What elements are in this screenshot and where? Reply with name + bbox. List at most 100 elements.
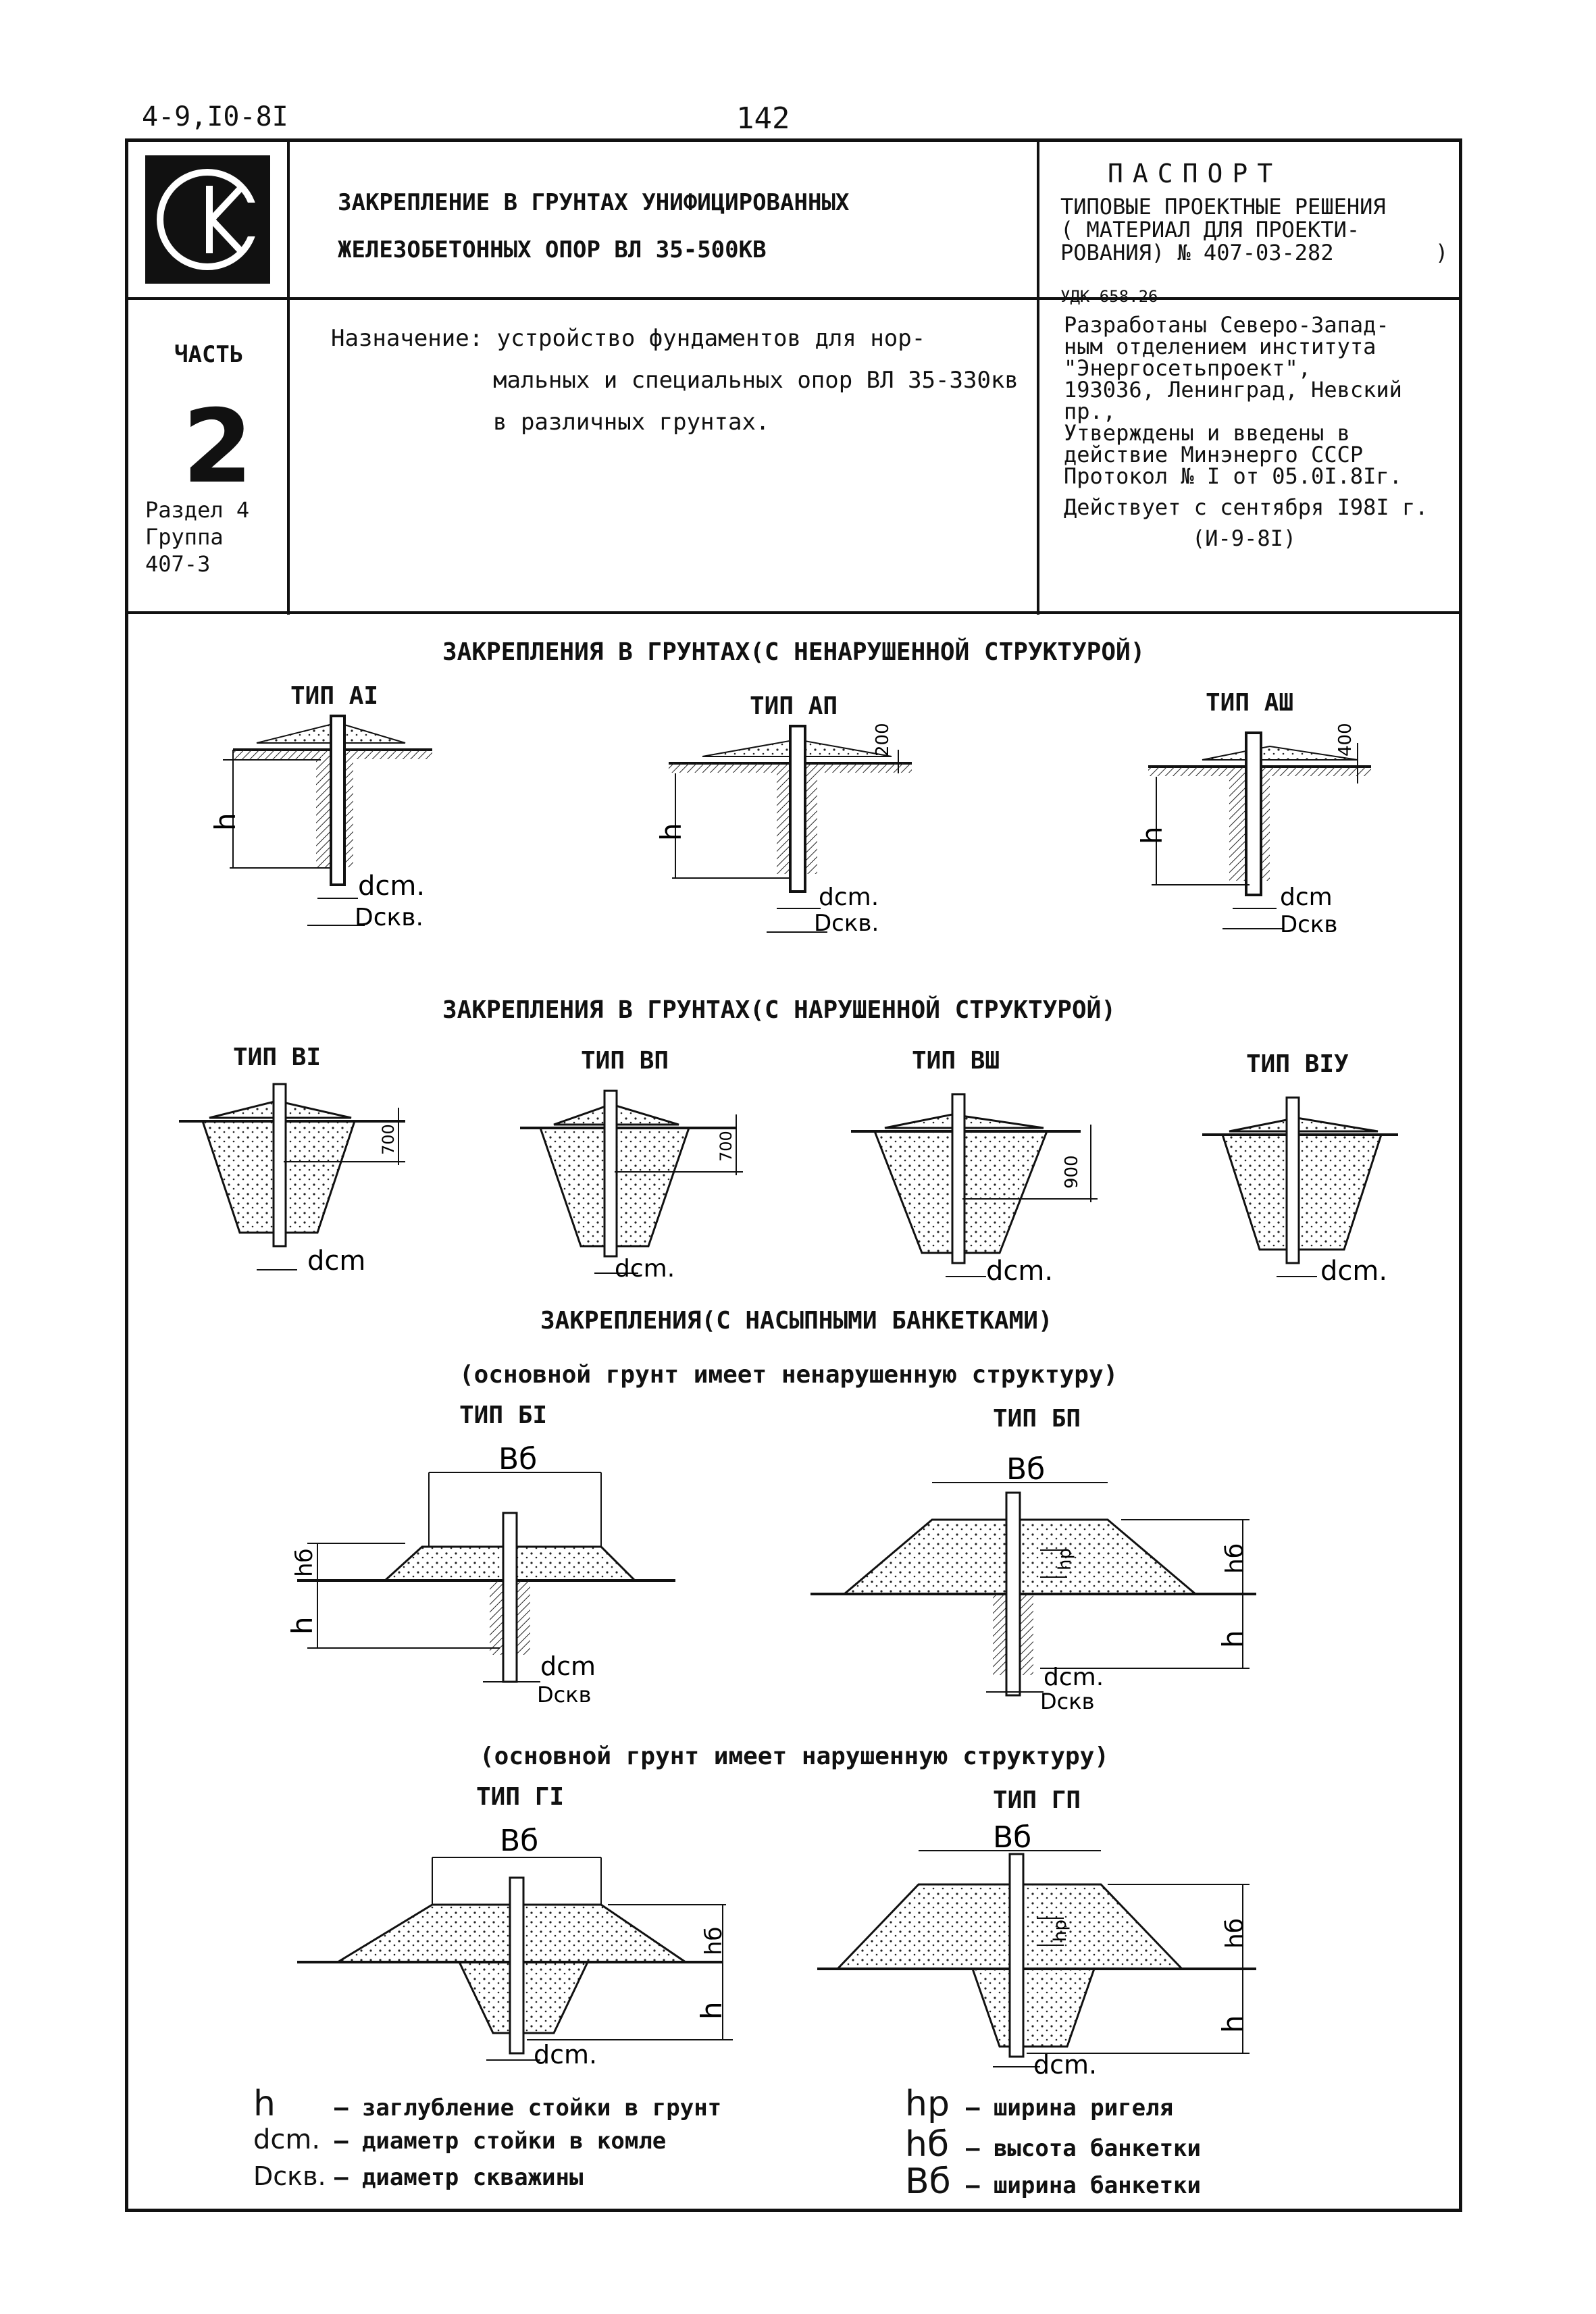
part-info: Раздел 4 Группа 407-3 (145, 496, 249, 577)
dim-dcm-b1: dcm (307, 1245, 365, 1277)
developer-info: Разработаны Северо-Запад- ным отделением… (1064, 314, 1456, 549)
legend-hp-symbol: hp (905, 2084, 950, 2124)
passport-line1: ТИПОВЫЕ ПРОЕКТНЫЕ РЕШЕНИЯ (1060, 194, 1386, 220)
dim-dcm-a2: dcm. (819, 883, 879, 911)
document-title-line1: ЗАКРЕПЛЕНИЕ В ГРУНТАХ УНИФИЦИРОВАННЫХ (338, 189, 850, 216)
diagram-type-b4 (1202, 1096, 1398, 1277)
dim-dskv-a1: Dскв. (355, 904, 423, 931)
developer-line: "Энергосетьпроект", (1064, 355, 1312, 381)
dim-hp-g2: hp (1050, 1920, 1071, 1942)
divider (125, 611, 1462, 614)
developer-line: действие Минэнерго СССР (1064, 442, 1364, 467)
type-label-a1: ТИП AI (290, 682, 379, 710)
developer-line: пр., (1064, 398, 1116, 424)
legend-h-desc: — заглубление стойки в грунт (334, 2094, 722, 2122)
dim-h-g2: h (1216, 2015, 1250, 2033)
dim-dcm-a3: dcm (1280, 883, 1333, 911)
purpose-text: Назначение: устройство фундаментов для н… (331, 317, 1019, 443)
ck-logo (145, 155, 270, 284)
type-label-b3: ТИП ВШ (912, 1047, 1000, 1075)
diagram-type-g1 (297, 1857, 733, 2061)
divider (1037, 142, 1039, 615)
legend-bb-desc: — ширина банкетки (966, 2172, 1201, 2199)
legend-dskv-desc: — диаметр скважины (334, 2164, 584, 2191)
document-title-line2: ЖЕЛЕЗОБЕТОННЫХ ОПОР ВЛ 35-500КВ (338, 236, 767, 263)
type-label-a3: ТИП АШ (1206, 689, 1294, 717)
dim-dcm-b2: dcm. (615, 1255, 675, 1283)
legend-dcm-symbol: dcm. (253, 2124, 321, 2155)
dim-h-a2: h (654, 823, 688, 841)
diagram-type-a1 (223, 715, 432, 926)
dim-dskv-a2: Dскв. (814, 910, 879, 937)
type-label-b4: ТИП ВIУ (1246, 1050, 1349, 1078)
type-label-bb2: ТИП БП (993, 1405, 1081, 1433)
dim-400-a3: 400 (1335, 723, 1356, 756)
page-frame (125, 138, 1462, 2212)
legend-dskv: Dскв. — диаметр скважины (253, 2161, 583, 2191)
section-label: Раздел 4 (145, 497, 250, 523)
legend-bb: Bб — ширина банкетки (905, 2161, 1201, 2202)
dim-hb-bb1: hб (291, 1548, 318, 1577)
developer-line: Утверждены и введены в (1064, 420, 1350, 446)
dim-dcm-g2: dcm. (1033, 2050, 1097, 2080)
part-label: ЧАСТЬ (174, 341, 244, 368)
legend-hp: hp— ширина ригеля (905, 2084, 1173, 2124)
type-label-g2: ТИП ГП (993, 1786, 1081, 1814)
legend-dcm-desc: — диаметр стойки в комле (334, 2128, 667, 2155)
developer-line: (И-9-8I) (1192, 525, 1297, 551)
dim-h-bb1: h (286, 1616, 319, 1635)
developer-line: 193036, Ленинград, Невский (1064, 377, 1402, 403)
diagram-type-a2 (669, 725, 912, 933)
developer-line: ным отделением института (1064, 334, 1376, 359)
type-label-b2: ТИП ВП (581, 1047, 669, 1075)
part-number: 2 (182, 388, 253, 506)
divider (287, 142, 290, 615)
dim-200-a2: 200 (873, 723, 893, 756)
type-label-b1: ТИП ВI (233, 1044, 321, 1071)
dim-hp-bb2: hp (1055, 1548, 1075, 1570)
dim-700-b1: 700 (379, 1124, 398, 1155)
legend-bb-symbol: Bб (905, 2161, 951, 2202)
legend-h: h— заглубление стойки в грунт (253, 2084, 721, 2124)
dim-dcm-b4: dcm. (1320, 1256, 1387, 1287)
dim-hb-g1: hб (700, 1926, 727, 1955)
dim-bb-bb1: Bб (498, 1442, 537, 1476)
dim-bb-bb2: Bб (1006, 1452, 1045, 1487)
document-code: 4-9,I0-8I (142, 101, 288, 132)
dim-h-a1: h (209, 813, 242, 831)
base-undisturbed-heading: (основной грунт имеет ненарушенную струк… (459, 1361, 1118, 1389)
passport-close: ) (1435, 240, 1449, 265)
dim-dskv-bb1: Dскв (537, 1682, 591, 1707)
passport-line3: РОВАНИЯ) № 407-03-282 (1060, 240, 1334, 265)
legend-dskv-symbol: Dскв. (253, 2161, 326, 2191)
dim-hb-g2: hб (1221, 1918, 1249, 1949)
section-banquettes-heading: ЗАКРЕПЛЕНИЯ(С НАСЫПНЫМИ БАНКЕТКАМИ) (540, 1307, 1053, 1335)
dim-bb-g1: Bб (500, 1824, 538, 1858)
group-code: 407-3 (145, 551, 211, 577)
dim-700-b2: 700 (717, 1131, 736, 1162)
diagram-type-b2 (520, 1089, 743, 1274)
page-number: 142 (736, 101, 790, 136)
dim-dcm-g1: dcm. (534, 2040, 597, 2069)
ck-logo-icon (157, 169, 267, 270)
type-label-bb1: ТИП БI (459, 1402, 548, 1429)
passport-line2: ( МАТЕРИАЛ ДЛЯ ПРОЕКТИ- (1060, 217, 1360, 242)
udk-code: УДК 658.26 (1060, 287, 1158, 306)
purpose-line3: в различных грунтах. (493, 409, 770, 436)
passport-heading: ПАСПОРТ (1108, 159, 1283, 188)
diagram-type-a3 (1148, 731, 1371, 929)
diagram-type-g2 (817, 1850, 1256, 2067)
section-undisturbed-heading: ЗАКРЕПЛЕНИЯ В ГРУНТАХ(С НЕНАРУШЕННОЙ СТР… (442, 638, 1145, 666)
diagram-type-bb1 (297, 1472, 675, 1683)
base-disturbed-heading: (основной грунт имеет нарушенную структу… (480, 1743, 1109, 1770)
section-disturbed-heading: ЗАКРЕПЛЕНИЯ В ГРУНТАХ(С НАРУШЕННОЙ СТРУК… (442, 996, 1116, 1024)
type-label-a2: ТИП АП (750, 692, 838, 720)
dim-h-g1: h (695, 2001, 728, 2020)
dim-dskv-bb2: Dскв (1040, 1689, 1094, 1714)
type-label-g1: ТИП ГI (476, 1783, 565, 1811)
legend-dcm: dcm. — диаметр стойки в комле (253, 2124, 666, 2155)
diagram-type-b3 (851, 1093, 1098, 1277)
purpose-line1: Назначение: устройство фундаментов для н… (331, 325, 926, 352)
dim-bb-g2: Bб (993, 1820, 1031, 1855)
